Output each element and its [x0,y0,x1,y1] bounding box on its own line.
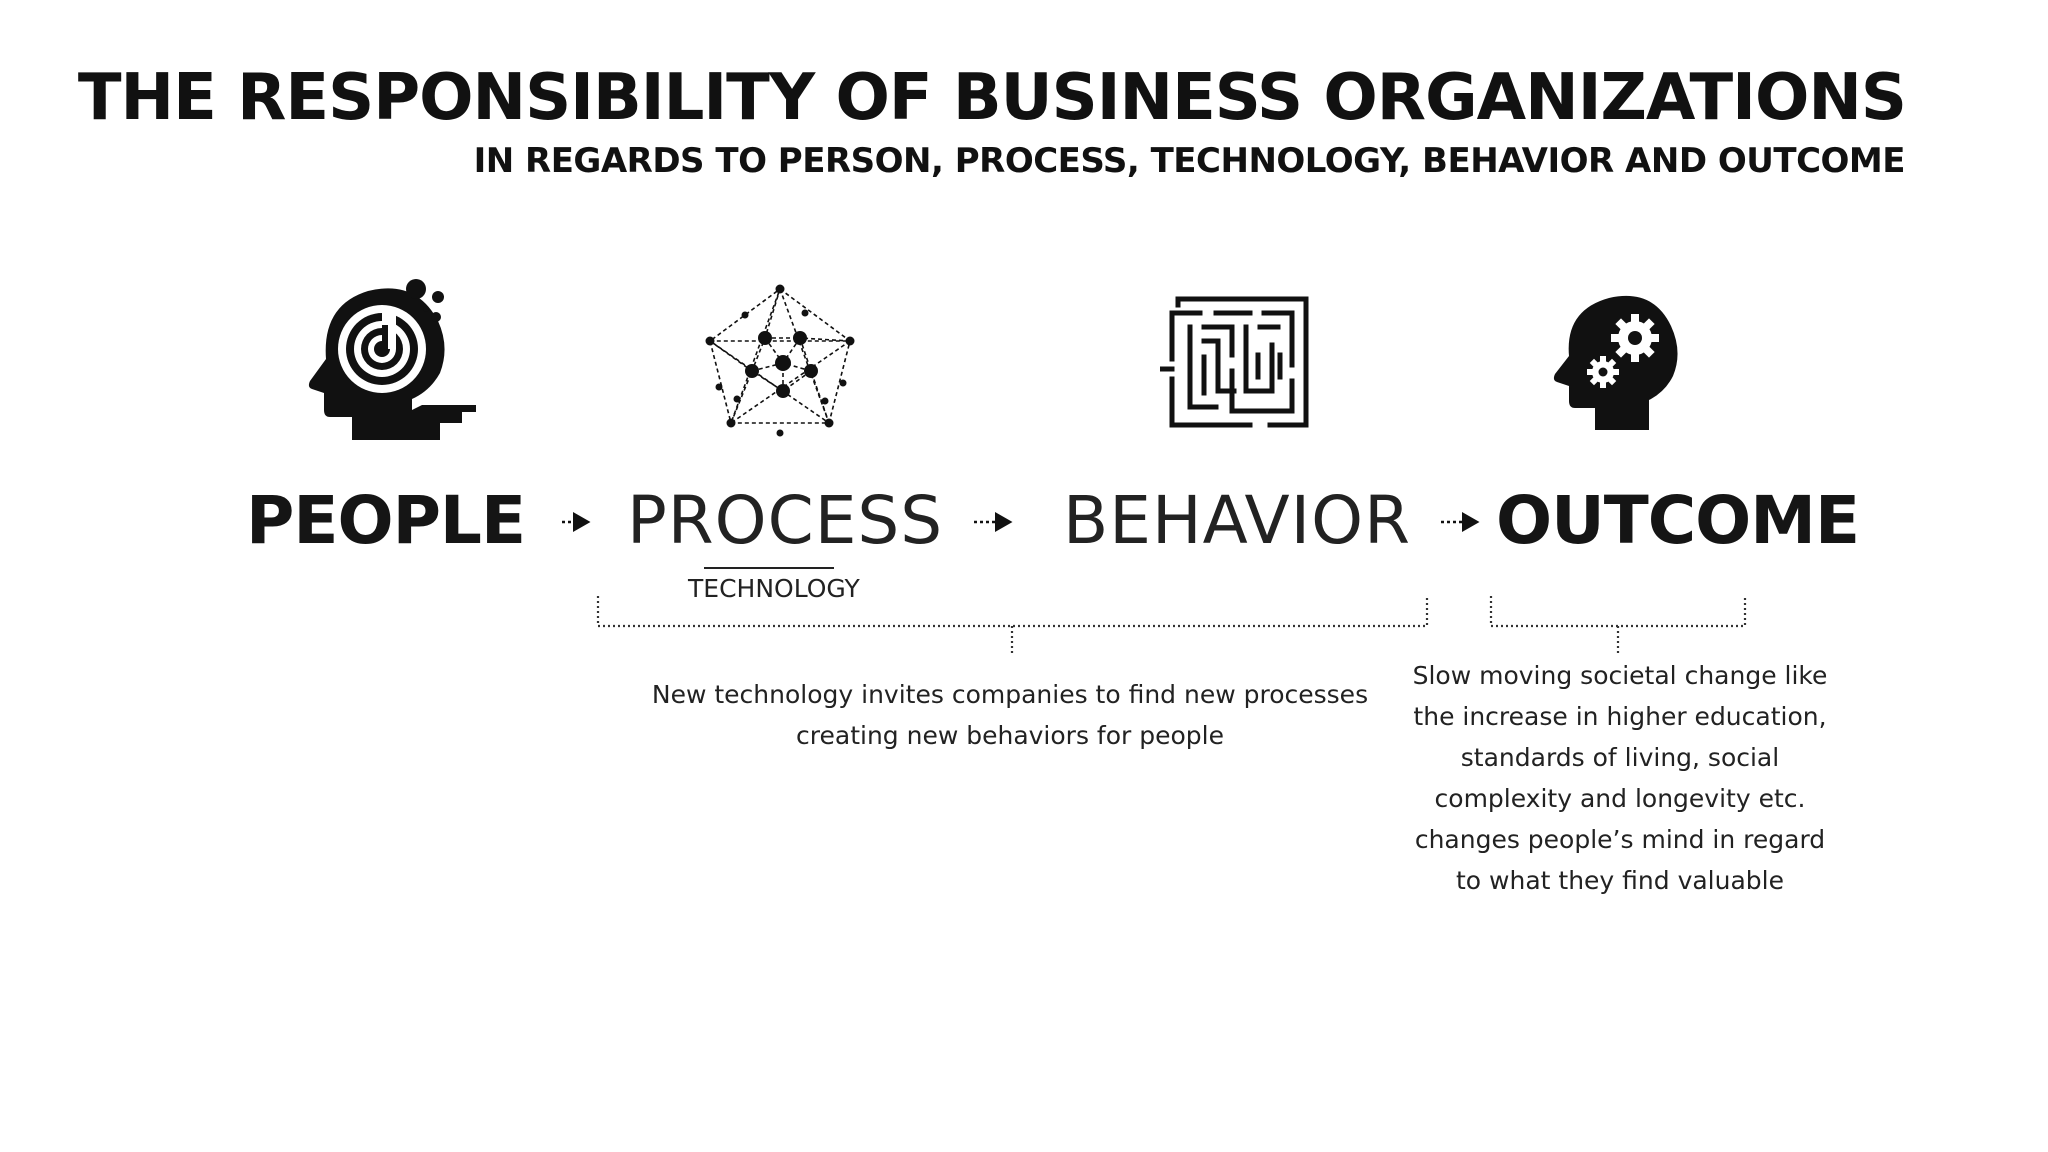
step-label-behavior: BEHAVIOR [1063,482,1411,559]
maze-icon [1160,296,1309,428]
head-spiral-icon [308,279,476,440]
technology-label: TECHNOLOGY [688,574,860,603]
societal-change-line: to what they find valuable [1455,866,1784,895]
step-label-outcome: OUTCOME [1496,482,1860,559]
page-subtitle: IN REGARDS TO PERSON, PROCESS, TECHNOLOG… [473,141,1906,181]
bracket-process-behavior [596,596,1429,628]
technology-effect-line: New technology invites companies to find… [651,680,1369,709]
societal-change-line: changes people’s mind in regard [1414,825,1826,854]
head-gears-icon [1553,295,1678,430]
step-label-process: PROCESS [627,482,944,559]
societal-change-line: the increase in higher education, [1413,702,1827,731]
step-label-people: PEOPLE [246,482,526,559]
societal-change-line: Slow moving societal change like [1412,661,1828,690]
technology-divider [704,567,834,569]
page-title: THE RESPONSIBILITY OF BUSINESS ORGANIZAT… [77,61,1907,135]
technology-effect-line: creating new behaviors for people [796,721,1224,750]
technology-effect-text: New technology invites companies to find… [640,674,1380,756]
bracket-outcome [1489,596,1747,628]
societal-change-text: Slow moving societal change like the inc… [1380,655,1860,901]
societal-change-line: complexity and longevity etc. [1434,784,1806,813]
network-icon [705,284,855,437]
societal-change-line: standards of living, social [1460,743,1780,772]
